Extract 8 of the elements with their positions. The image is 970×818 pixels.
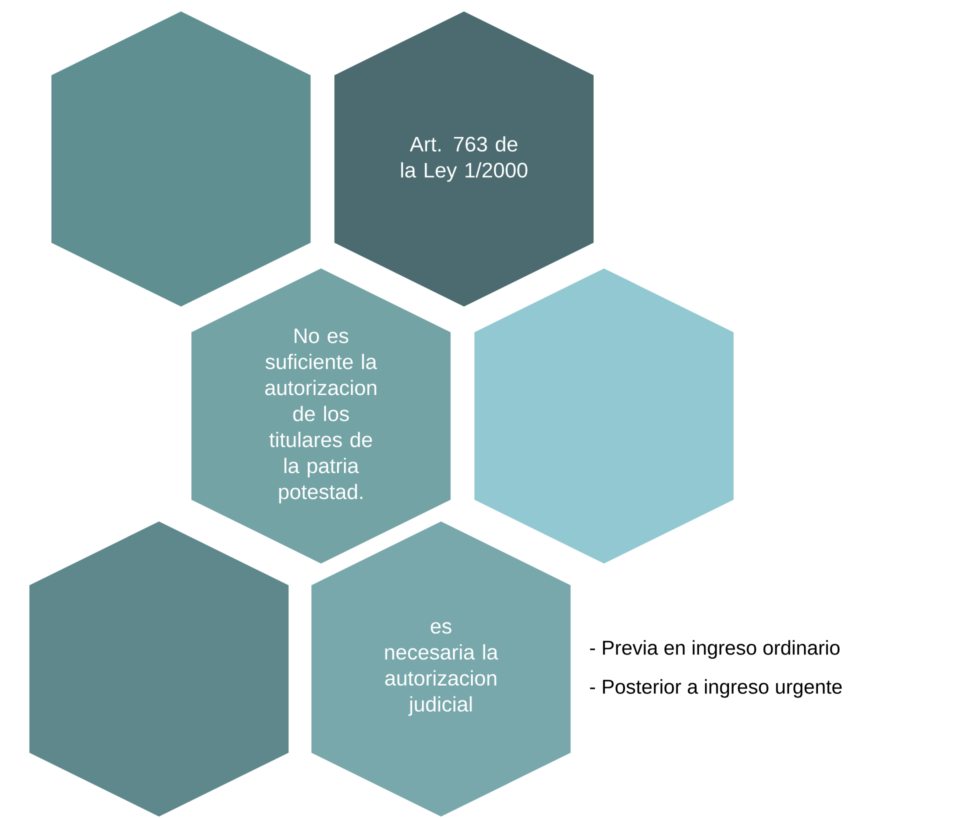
hexagon-tile: [28, 520, 290, 818]
hexagon-tile: [50, 10, 312, 308]
hexagon-tile: Art. 763 de la Ley 1/2000: [334, 10, 594, 308]
list-item: - Posterior a ingreso urgente: [590, 679, 842, 698]
hexagon-tile: [474, 268, 734, 564]
hexagon-tile: es necesaria la autorizacion judicial: [310, 520, 572, 818]
list-item: - Previa en ingreso ordinario: [590, 640, 840, 659]
hexagon-tile: No es suficiente la autorizacion de los titulares de la patria potestad.: [190, 268, 452, 564]
